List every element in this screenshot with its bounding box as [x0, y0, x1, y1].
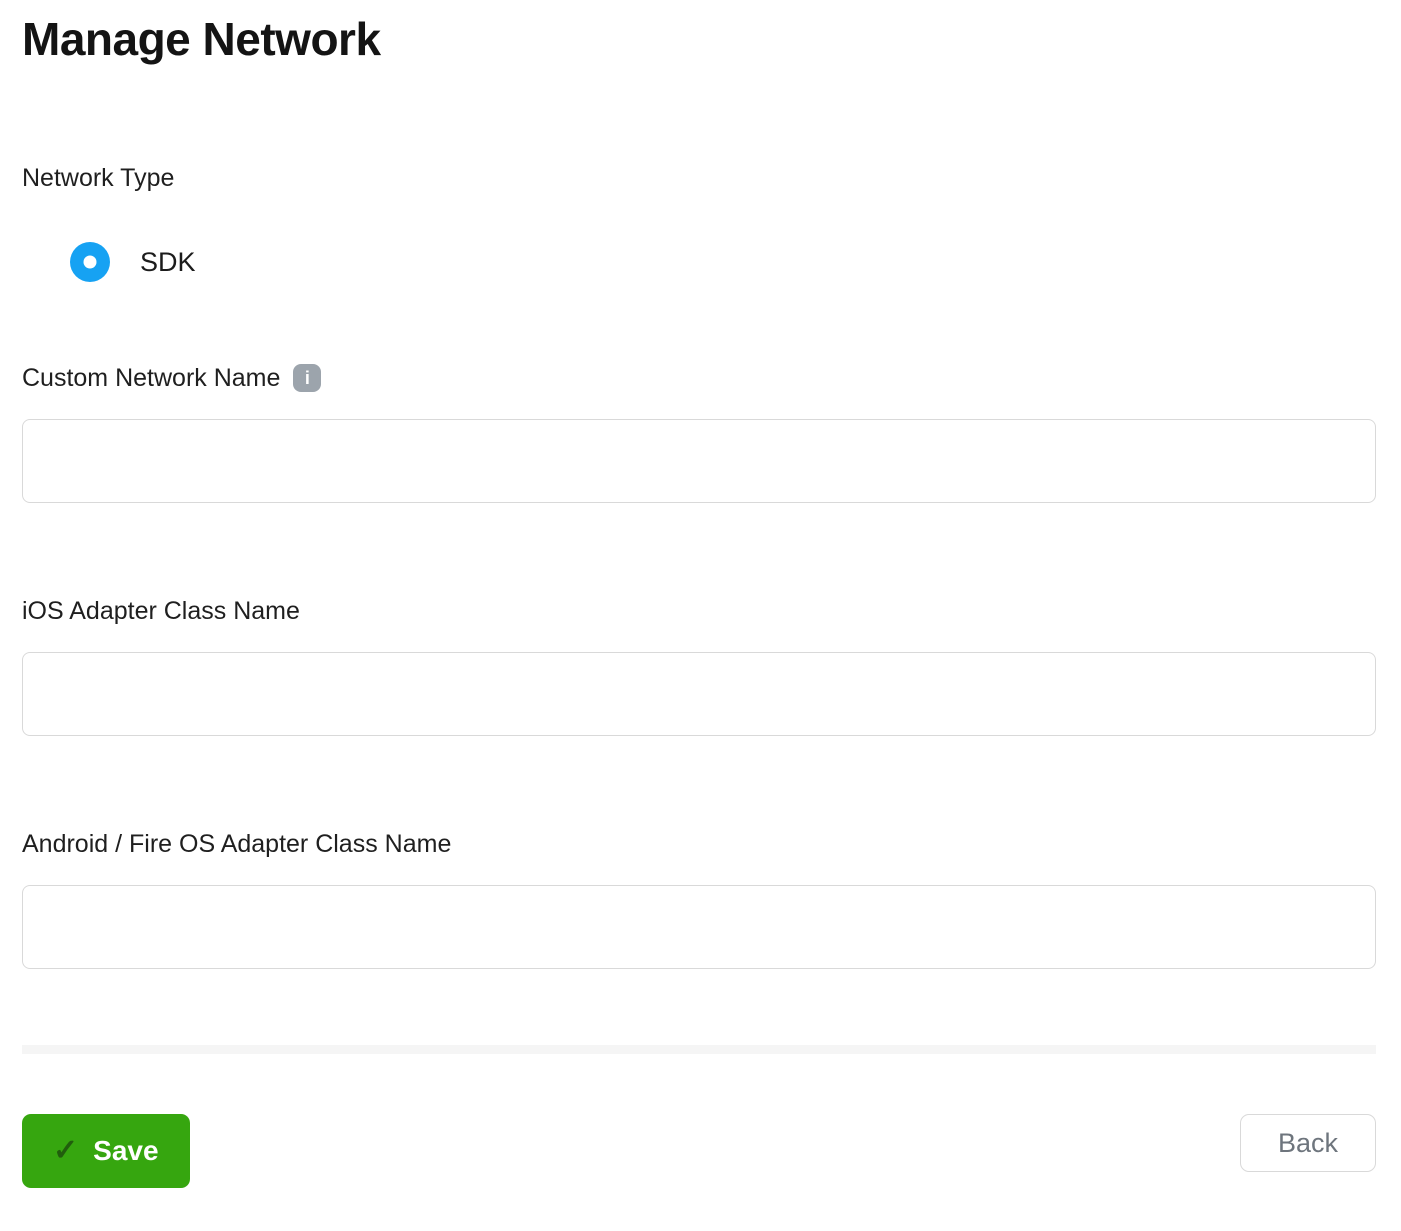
custom-network-name-label: Custom Network Name: [22, 364, 281, 393]
custom-network-name-label-row: Custom Network Name i: [22, 363, 1376, 393]
checkmark-icon: ✓: [53, 1134, 79, 1168]
network-type-option-label: SDK: [140, 246, 196, 277]
android-fireos-adapter-class-name-input[interactable]: [22, 885, 1376, 970]
back-button[interactable]: Back: [1239, 1114, 1376, 1173]
ios-adapter-label-row: iOS Adapter Class Name: [22, 596, 1376, 626]
divider: [22, 1045, 1376, 1055]
info-icon[interactable]: i: [293, 364, 322, 393]
radio-selected-icon[interactable]: [70, 242, 110, 283]
network-type-option-sdk[interactable]: SDK: [70, 242, 196, 283]
radio-dot: [83, 255, 97, 269]
network-type-label: Network Type: [22, 164, 175, 193]
save-button[interactable]: ✓ Save: [22, 1114, 190, 1189]
save-button-label: Save: [93, 1135, 159, 1167]
actions-row: ✓ Save Back: [0, 1114, 1401, 1189]
manage-network-page: Manage Network Network Type SDK Custom N…: [0, 12, 1401, 970]
page-title: Manage Network: [22, 13, 381, 65]
android-fireos-adapter-class-name-label: Android / Fire OS Adapter Class Name: [22, 830, 452, 859]
ios-adapter-class-name-label: iOS Adapter Class Name: [22, 597, 300, 626]
android-adapter-label-row: Android / Fire OS Adapter Class Name: [22, 829, 1376, 859]
custom-network-name-input[interactable]: [22, 419, 1376, 504]
ios-adapter-class-name-input[interactable]: [22, 652, 1376, 737]
